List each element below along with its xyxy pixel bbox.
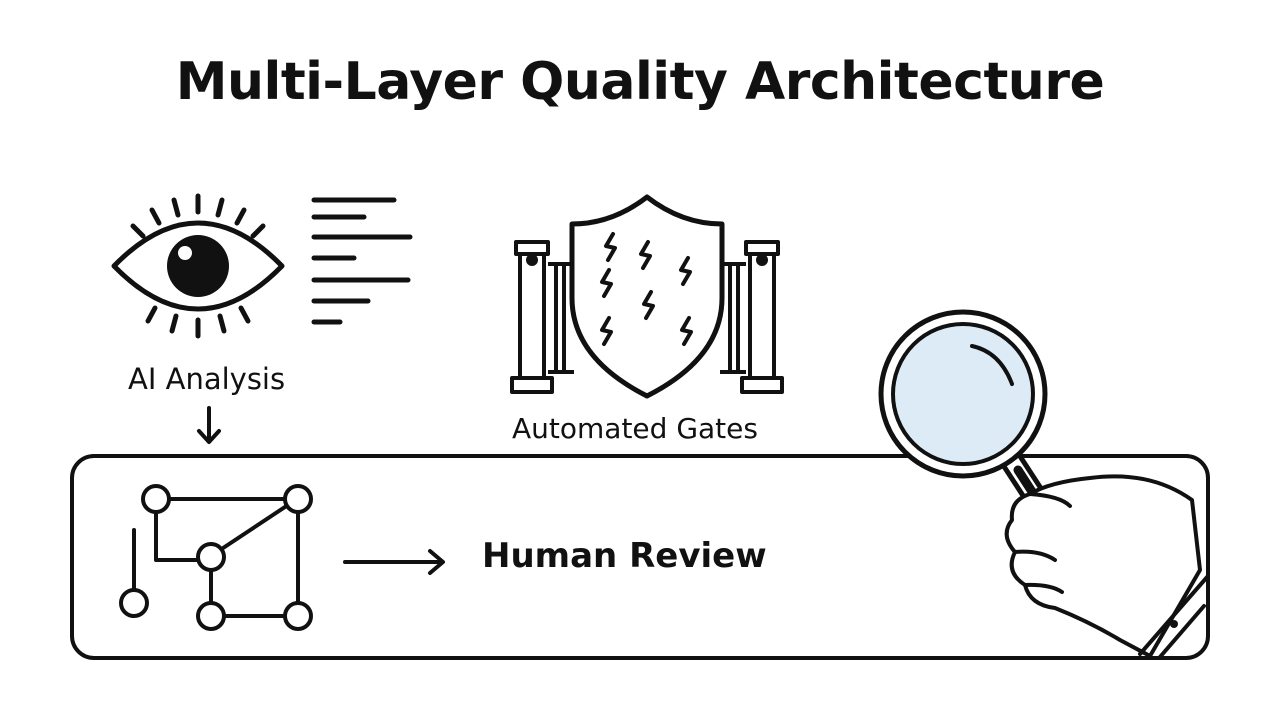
down-arrow-icon [197,406,221,444]
ai-analysis-label: AI Analysis [128,362,286,396]
hand-icon [1004,474,1210,659]
lightning-marks-icon [600,232,693,346]
human-review-container [70,454,1210,660]
automated-gates-label: Automated Gates [512,412,758,445]
eye-icon [111,193,285,339]
gate-left-pillar-icon [510,240,574,394]
gate-right-pillar-icon [720,240,784,394]
magnifying-glass-icon [878,309,1100,590]
network-graph-icon [119,484,313,631]
human-review-label: Human Review [482,536,767,576]
right-arrow-icon [343,549,445,575]
diagram-title: Multi-Layer Quality Architecture [175,52,1105,112]
text-lines-icon [311,197,413,325]
